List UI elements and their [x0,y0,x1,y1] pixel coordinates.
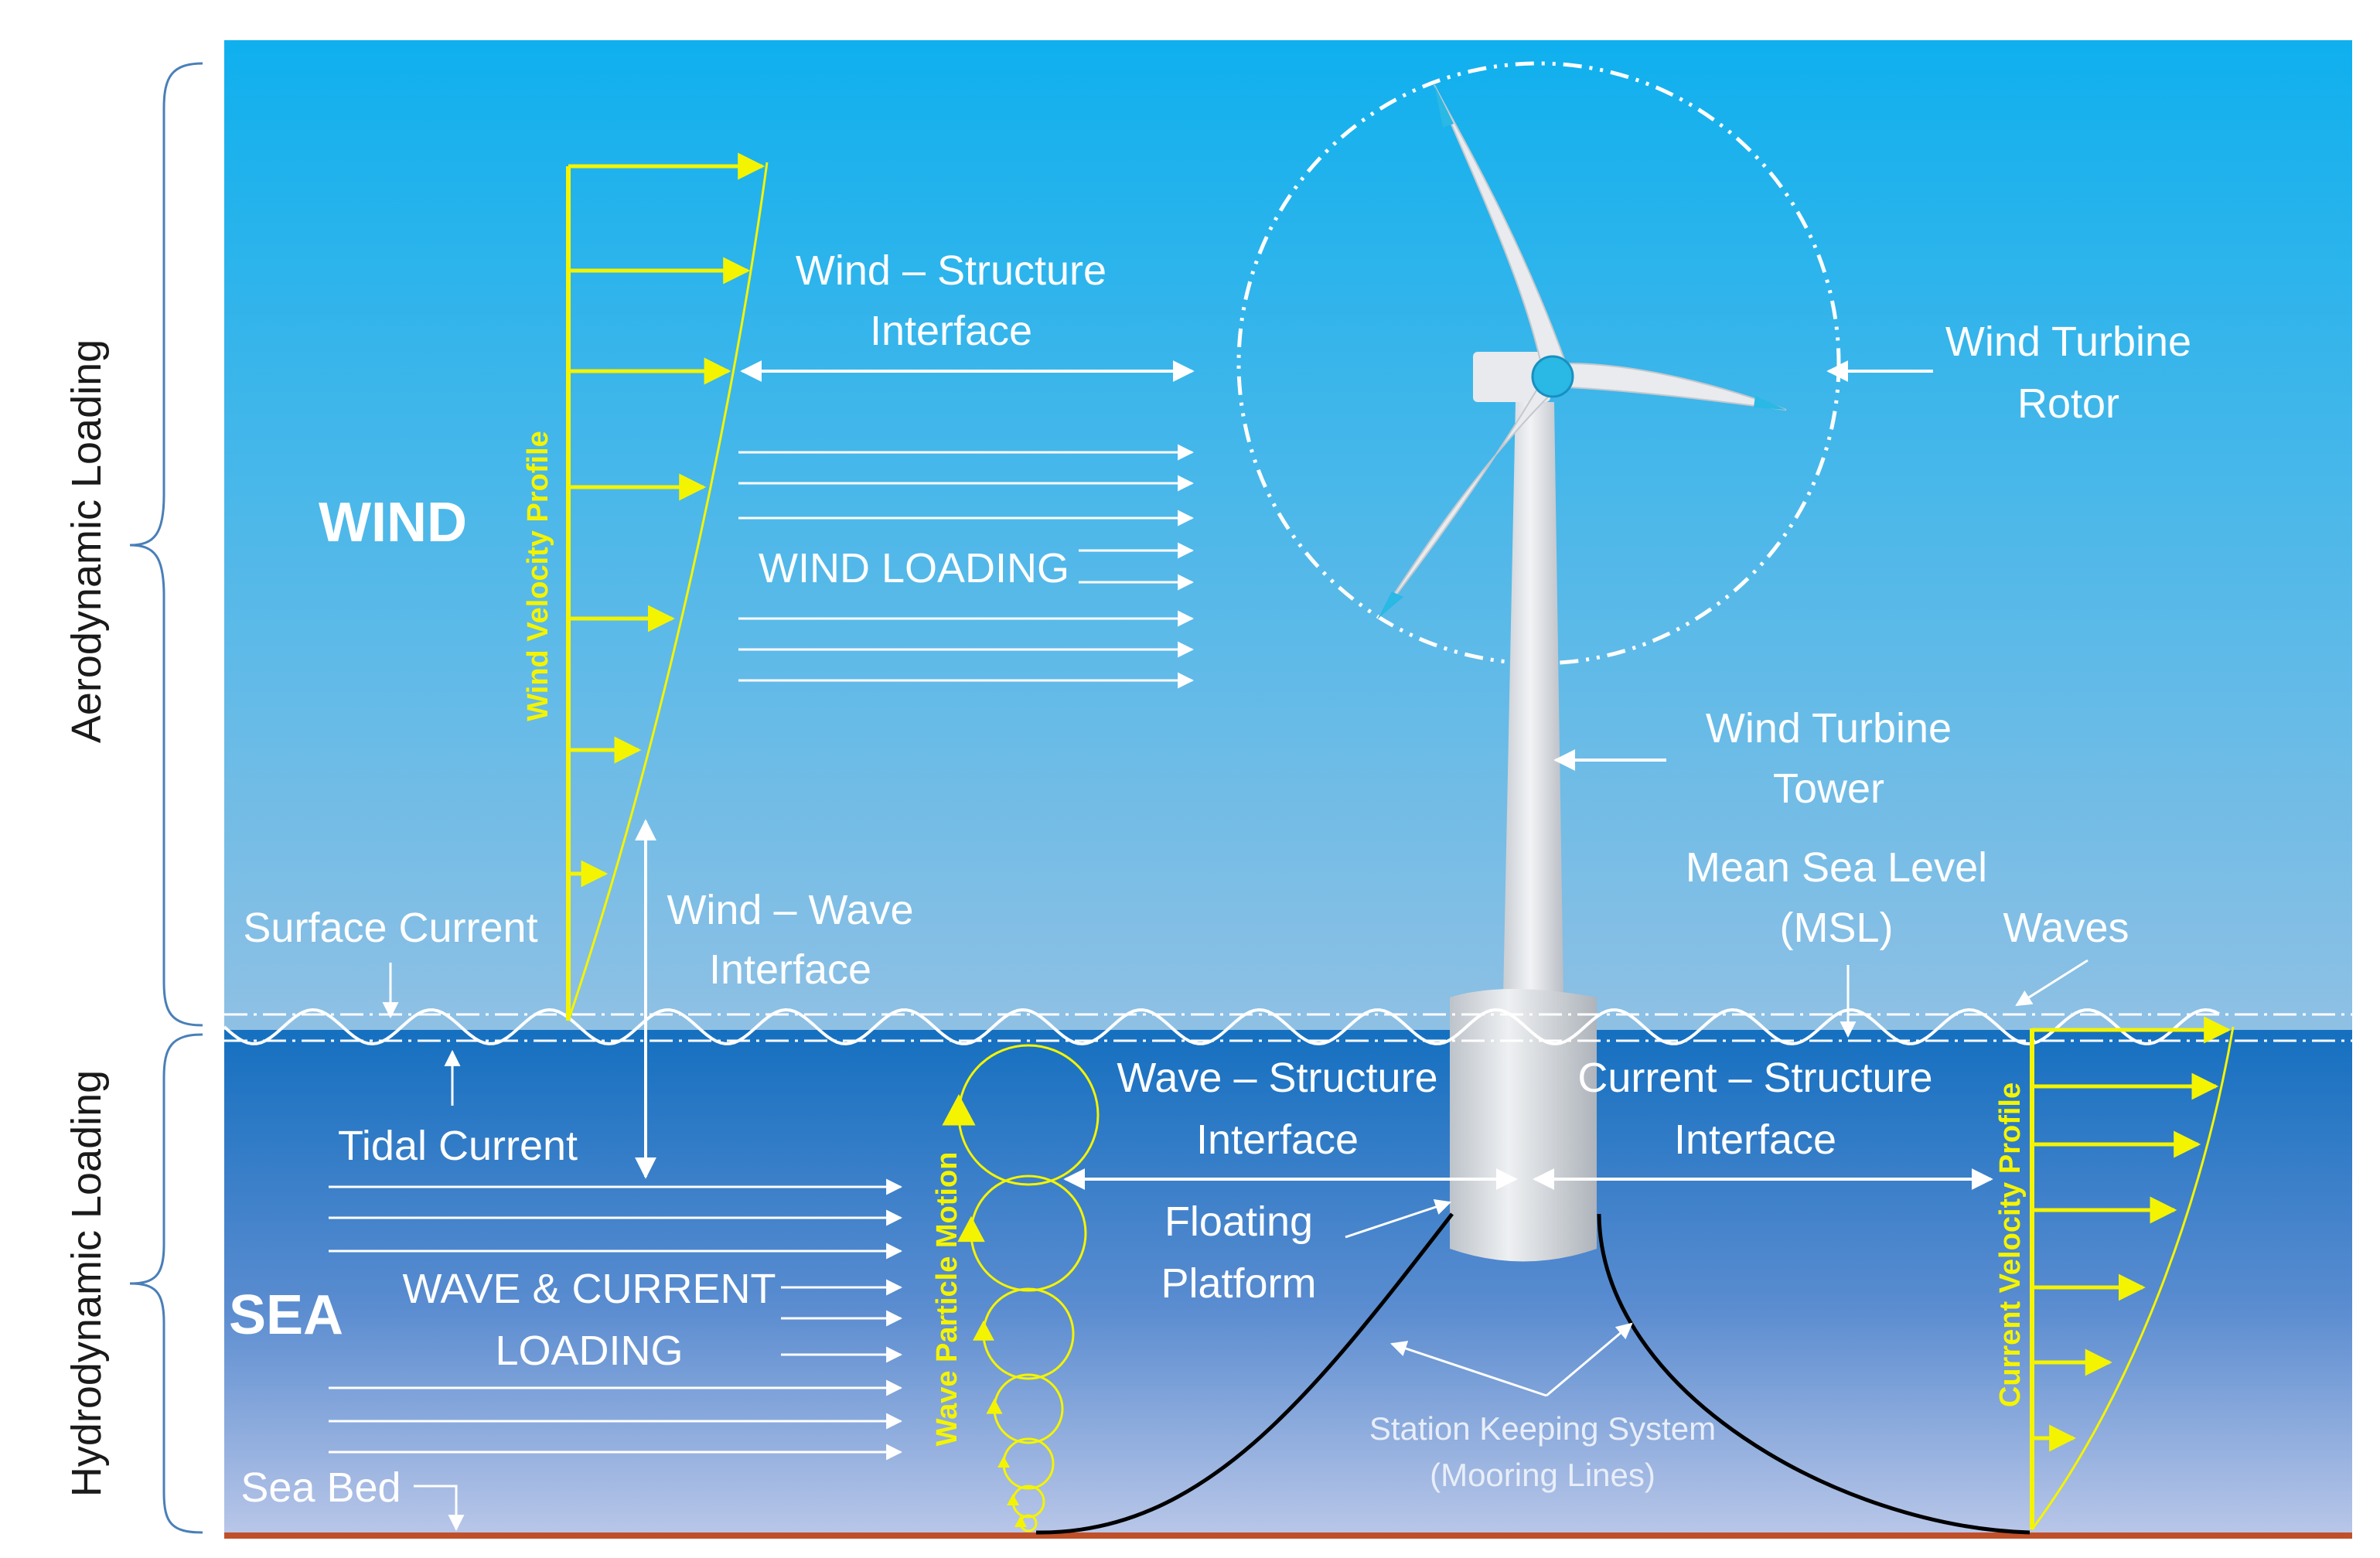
station-keeping-label-line1: Station Keeping System [1369,1410,1716,1447]
wave-structure-label-line1: Wave – Structure [1117,1055,1437,1101]
mooring-line-left [1035,1212,1454,1535]
wind-velocity-profile [566,152,769,1021]
particle-orbit-arrowhead [986,1398,1003,1414]
blade-top-tip [1434,85,1454,128]
wind-structure-label-line2: Interface [870,308,1032,354]
wave-current-loading-line2: LOADING [495,1328,683,1374]
sea-bed-pointer-arrow [414,1485,465,1532]
msl-label-line1: Mean Sea Level [1686,844,1987,891]
floating-platform-label-line1: Floating [1164,1198,1313,1245]
wave-particle-motion-label: Wave Particle Motion [931,1152,963,1447]
mooring-pointer-left [1390,1341,1547,1397]
current-profile-arrows [2032,1016,2232,1452]
sea-label: SEA [229,1284,343,1346]
aerodynamic-loading-label: Aerodynamic Loading [63,339,110,743]
aerodynamic-brace [129,62,203,1027]
hydrodynamic-brace [129,1033,203,1534]
mooring-pointer-right [1546,1322,1633,1397]
wind-label: WIND [319,492,467,554]
particle-orbit-arrowhead [997,1456,1010,1468]
surface-current-label: Surface Current [243,905,537,951]
wind-loading-arrows [738,444,1195,689]
tower-label-line1: Wind Turbine [1706,705,1952,752]
wind-profile-arrows [568,152,765,888]
wind-loading-label: WIND LOADING [759,545,1069,591]
wave-current-loading-arrows [329,1178,903,1461]
wind-wave-label-line1: Wind – Wave [667,887,913,933]
rotor-hub [1531,355,1574,398]
particle-orbit-arrowhead [1007,1494,1019,1505]
hydrodynamic-loading-label: Hydrodynamic Loading [63,1070,110,1497]
wind-structure-label-line1: Wind – Structure [796,247,1106,294]
sea-surface-waves [223,1007,2220,1046]
nacelle [1473,352,1550,402]
rotor-label-line2: Rotor [2017,380,2119,427]
floating-platform [1450,989,1597,1262]
particle-orbit-arrowhead [942,1094,976,1126]
floating-platform-label-line2: Platform [1161,1260,1316,1307]
wind-profile-curve [567,162,769,1021]
current-profile-curve [2031,1026,2235,1530]
rotor-blades [1377,84,1787,619]
wind-turbine-tower [1503,402,1563,997]
particle-orbit-arrowhead [1014,1515,1027,1527]
wind-velocity-profile-label: Wind Velocity Profile [522,431,554,721]
msl-label-line2: (MSL) [1780,905,1894,951]
waves-label: Waves [2003,905,2129,951]
current-structure-label-line2: Interface [1674,1117,1836,1163]
tower-label-line2: Tower [1773,765,1884,812]
wind-wave-label-line2: Interface [709,946,871,993]
wave-current-loading-line1: WAVE & CURRENT [402,1266,776,1312]
blade-left-tip [1378,591,1403,619]
floating-platform-pointer-arrow [1345,1199,1451,1239]
rotor-label-line1: Wind Turbine [1945,319,2191,365]
seabed-line [224,1532,2352,1539]
wave-particle-motion-orbits [942,1044,1100,1532]
particle-orbit-arrowhead [957,1215,985,1243]
particle-orbit-arrowhead [973,1320,994,1341]
blade-right-tip [1754,396,1786,410]
mooring-line-right [1597,1213,2031,1535]
current-velocity-profile-label: Current Velocity Profile [1994,1082,2027,1407]
current-structure-label-line1: Current – Structure [1577,1055,1932,1101]
wave-structure-label-line2: Interface [1196,1117,1359,1163]
sea-background [224,1030,2352,1532]
sky-background [224,40,2352,1030]
blade-top [1434,84,1567,373]
station-keeping-label-line2: (Mooring Lines) [1430,1457,1655,1493]
sea-bed-label: Sea Bed [240,1464,401,1511]
waves-pointer-arrow [2015,959,2088,1007]
tidal-current-label: Tidal Current [338,1123,578,1169]
current-velocity-profile [2030,1016,2235,1530]
